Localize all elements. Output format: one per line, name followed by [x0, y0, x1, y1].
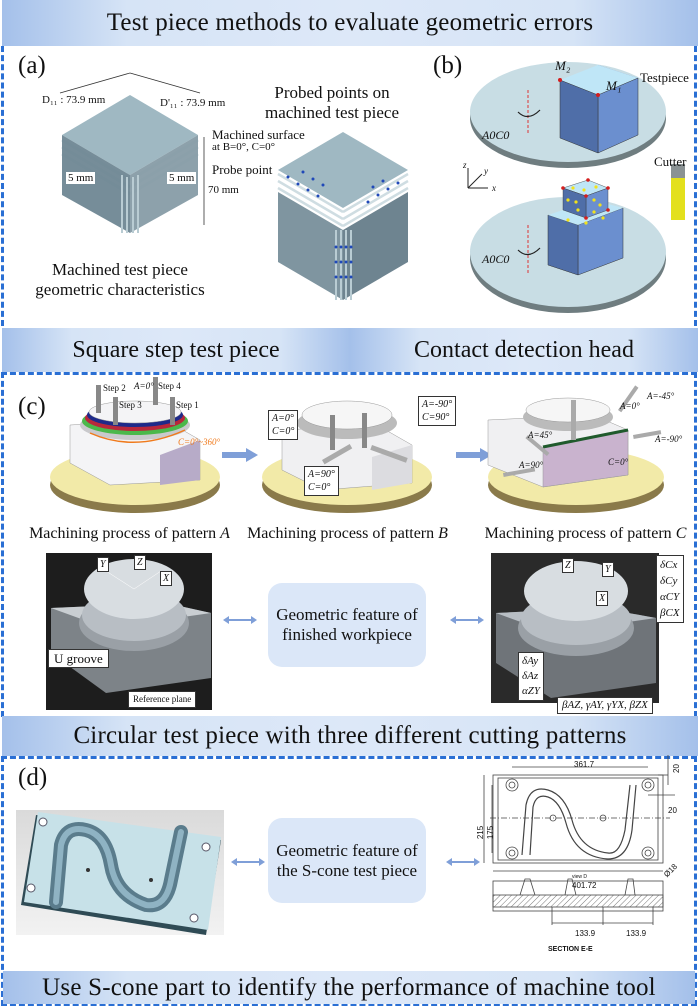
contact-detection-illustration [467, 62, 685, 313]
label-table-bottom: A0C0 [482, 252, 510, 266]
frame-left-c [1, 372, 4, 717]
label-table-top: A0C0 [482, 128, 510, 142]
banner-contact-detection: Contact detection head [350, 328, 698, 372]
panel-label-d: (d) [18, 764, 48, 791]
angle-c-90: A=90° [519, 460, 544, 470]
photo-right-axis-y: Y [602, 562, 614, 577]
step-4: Step 4 [158, 381, 181, 391]
label-m2: M₂ [555, 58, 571, 73]
machined-test-piece-illustration [59, 72, 205, 233]
dim-left-175: 175 [486, 825, 496, 840]
axis-z: z [463, 160, 467, 170]
caption-pattern-b: Machining process of pattern B [247, 525, 448, 542]
errors-right-box: δCx δCy αCY βCX [656, 555, 684, 623]
label-m1: M₁ [606, 78, 622, 93]
angle-c-range: C=0°~360° [178, 437, 221, 447]
pattern-a-illustration [50, 377, 220, 513]
banner-circular: Circular test piece with three different… [2, 716, 698, 756]
photo-right-axis-x: X [596, 591, 609, 606]
photo-right-axis-z: Z [562, 558, 574, 573]
caption-pattern-c: Machining process of pattern C [484, 525, 687, 542]
photo-left-axis-z: Z [134, 555, 146, 570]
caption-probed-points: Probed points on machined test piece [264, 83, 400, 122]
caption-pattern-a: Machining process of pattern A [29, 525, 230, 542]
view-label: view D [572, 874, 588, 880]
angle-c-c0: C=0° [608, 457, 629, 467]
dim-height: 70 mm [208, 184, 239, 196]
label-b-box2: A=-90°C=90° [418, 396, 457, 426]
angle-c-45: A=45° [528, 430, 553, 440]
arrow-d-left [231, 858, 265, 866]
s-cone-technical-drawing [483, 755, 675, 925]
dim-d11-prime: D'₁₁ : 73.9 mm [160, 97, 226, 109]
frame-right-ab [694, 46, 697, 326]
axis-y: y [484, 166, 488, 176]
axis-x: x [492, 183, 496, 193]
photo-left-axis-x: X [160, 571, 173, 586]
arrow-a-to-b [222, 448, 258, 462]
s-cone-render [16, 810, 224, 935]
frame-bottom-d [1, 1003, 697, 1006]
label-cutter: Cutter [654, 154, 687, 169]
frame-left-d [1, 756, 4, 1006]
label-probe-point: Probe point [212, 162, 273, 177]
arrow-c-left [223, 616, 257, 624]
label-testpiece: Testpiece [640, 70, 689, 85]
angle-c-0: A=0° [620, 401, 640, 411]
label-machined-surface: Machined surface at B=0°, C=0° [212, 127, 305, 153]
caption-machined-test-piece: Machined test piece geometric characteri… [35, 260, 205, 299]
dim-d11: D₁₁ : 73.9 mm [42, 94, 106, 106]
dim-top-361: 361.7 [574, 760, 595, 769]
banner-ab: Square step test piece Contact detection… [2, 328, 698, 372]
photo-finished-workpiece-left [46, 553, 212, 710]
section-dim-2: 133.9 [626, 929, 647, 938]
panel-label-c: (c) [18, 393, 46, 420]
step-1: Step 1 [176, 400, 199, 410]
angle-c-minus90: A=-90° [655, 434, 683, 444]
label-b-box1: A=0°C=0° [268, 410, 299, 440]
errors-left-box: δAy δAz αZY [518, 652, 545, 701]
frame-right-d [694, 756, 697, 1006]
errors-bottom-box: βAZ, γAY, γYX, βZX [557, 697, 653, 714]
label-reference-plane: Reference plane [128, 691, 197, 708]
photo-finished-workpiece-right [491, 553, 659, 703]
main-title: Test piece methods to evaluate geometric… [106, 9, 594, 36]
main-title-banner: Test piece methods to evaluate geometric… [2, 0, 698, 46]
frame-right-c [694, 372, 697, 717]
dim-step-width-right: 5 mm [167, 172, 197, 184]
banner-s-cone: Use S-cone part to identify the performa… [3, 971, 695, 1004]
pattern-c-illustration [487, 385, 664, 513]
section-label: SECTION E-E [548, 946, 593, 953]
frame-top-d [1, 756, 697, 759]
arrow-c-right [450, 616, 484, 624]
angle-a-0: A=0° [134, 381, 154, 391]
dim-left-215: 215 [476, 825, 486, 840]
step-3: Step 3 [119, 400, 142, 410]
angle-c-minus45: A=-45° [647, 391, 675, 401]
banner-square-step: Square step test piece [2, 328, 350, 372]
photo-left-axis-y: Y [97, 557, 109, 572]
step-2: Step 2 [103, 383, 126, 393]
arrow-d-right [446, 858, 480, 866]
probed-test-piece-illustration [277, 132, 409, 300]
dim-step-width-left: 5 mm [66, 172, 96, 184]
label-u-groove: U groove [48, 649, 109, 668]
arrow-b-to-c [456, 448, 492, 462]
panel-label-b: (b) [433, 52, 463, 79]
dim-bottom-401: 401.72 [572, 881, 597, 890]
frame-left-ab [1, 46, 4, 326]
dim-right-top-20: 20 [671, 764, 681, 773]
dim-right-20: 20 [668, 806, 677, 815]
panel-label-a: (a) [18, 52, 46, 79]
frame-top-c [1, 372, 697, 375]
label-b-box3: A=90°C=0° [304, 466, 339, 496]
section-dim-1: 133.9 [575, 929, 596, 938]
